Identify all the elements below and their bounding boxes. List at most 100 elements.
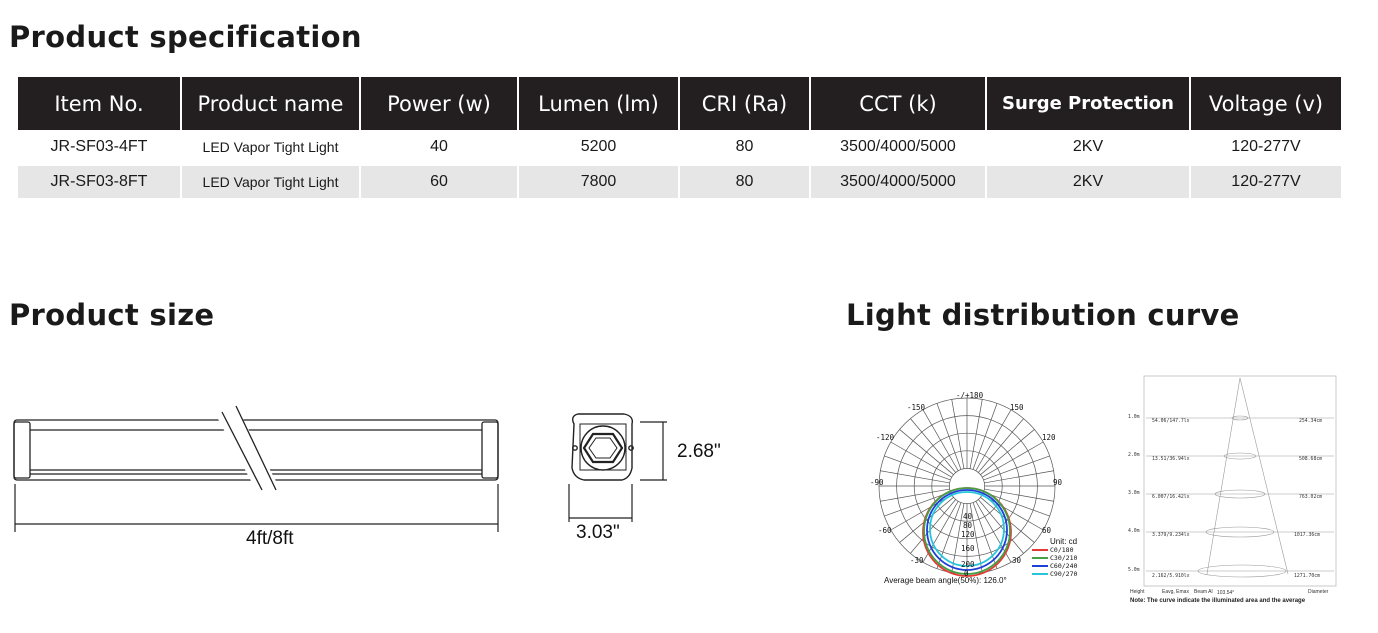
height-label: 2.68" [677, 441, 721, 462]
polar-grid-spoke [880, 470, 950, 484]
polar-grid-spoke [978, 499, 1024, 554]
polar-grid-spoke [880, 488, 950, 502]
fixture-side-view [13, 405, 499, 532]
polar-grid-spoke [972, 403, 998, 470]
curve-c60-240 [926, 489, 1008, 571]
footer-diameter: Diameter [1308, 589, 1329, 595]
polar-grid-spoke [969, 503, 983, 573]
diameter-value: 508.68cm [1299, 456, 1322, 462]
angle-label: -/+180 [956, 391, 984, 400]
radial-label: 200 [961, 560, 975, 569]
col-cri: CRI (Ra) [680, 77, 811, 130]
cell-product-name: LED Vapor Tight Light [182, 164, 361, 198]
cell-surge: 2KV [987, 164, 1191, 198]
illuminance-value: 3.379/9.234lx [1152, 532, 1190, 538]
width-label: 3.03" [576, 522, 620, 543]
polar-grid-spoke [984, 470, 1054, 484]
cell-cri: 80 [680, 164, 811, 198]
polar-grid-spoke [975, 409, 1012, 471]
diameter-value: 1271.70cm [1294, 573, 1320, 579]
polar-grid-ring [949, 468, 985, 504]
polar-grid-spoke [899, 497, 954, 543]
polar-grid-spoke [890, 441, 952, 478]
height-value: 5.0m [1128, 567, 1140, 573]
illuminance-cone-chart: 1.0m 2.0m 3.0m 4.0m 5.0m 54.06/147.7lx 1… [1128, 375, 1337, 604]
col-cct: CCT (k) [811, 77, 987, 130]
col-power: Power (w) [361, 77, 519, 130]
polar-grid-spoke [980, 497, 1035, 543]
cell-item-no: JR-SF03-4FT [18, 130, 182, 164]
illuminance-value: 13.51/36.94lx [1152, 456, 1190, 462]
height-value: 2.0m [1128, 452, 1140, 458]
radial-label: 40 [963, 512, 973, 521]
polar-grid-spoke [980, 429, 1035, 475]
polar-grid-spoke [936, 502, 962, 569]
footer-height: Height [1130, 589, 1145, 595]
beam-angle-text: Average beam angle(50%): 126.0° [884, 576, 1007, 585]
col-product-name: Product name [182, 77, 361, 130]
footer-eavg: Eavg, Emax [1162, 589, 1189, 595]
cell-cct: 3500/4000/5000 [811, 164, 987, 198]
col-lumen: Lumen (lm) [519, 77, 680, 130]
polar-grid-spoke [884, 491, 951, 517]
legend-label: C30/210 [1050, 554, 1077, 562]
cell-lumen: 5200 [519, 130, 680, 164]
angle-label: 60 [1042, 526, 1052, 535]
cell-power: 60 [361, 164, 519, 198]
cell-voltage: 120-277V [1191, 130, 1341, 164]
diameter-value: 254.34cm [1299, 418, 1322, 424]
cell-surge: 2KV [987, 130, 1191, 164]
table-row: JR-SF03-4FT LED Vapor Tight Light 40 520… [18, 130, 1341, 164]
polar-grid-spoke [982, 494, 1044, 531]
diameter-value: 1017.36cm [1294, 532, 1320, 538]
polar-grid-spoke [884, 455, 951, 481]
angle-label: -60 [878, 526, 892, 535]
cell-cri: 80 [680, 130, 811, 164]
cell-product-name: LED Vapor Tight Light [182, 130, 361, 164]
size-heading: Product size [9, 298, 215, 332]
cell-lumen: 7800 [519, 164, 680, 198]
polar-grid-spoke [910, 499, 956, 554]
table-row: JR-SF03-8FT LED Vapor Tight Light 60 780… [18, 164, 1341, 198]
polar-grid-spoke [922, 409, 959, 471]
spec-table: Item No. Product name Power (w) Lumen (l… [18, 77, 1341, 198]
cell-power: 40 [361, 130, 519, 164]
length-label: 4ft/8ft [246, 528, 294, 549]
cell-voltage: 120-277V [1191, 164, 1341, 198]
col-voltage: Voltage (v) [1191, 77, 1341, 130]
legend-label: C90/270 [1050, 570, 1077, 578]
spec-header-row: Item No. Product name Power (w) Lumen (l… [18, 77, 1341, 130]
polar-grid-spoke [969, 399, 983, 469]
curve-c90-270 [929, 491, 1005, 567]
polar-grid-spoke [890, 494, 952, 531]
polar-grid-spoke [983, 455, 1050, 481]
polar-grid-spoke [899, 429, 954, 475]
angle-label: 150 [1010, 403, 1024, 412]
col-surge: Surge Protection [987, 77, 1191, 130]
legend-label: C60/240 [1050, 562, 1077, 570]
angle-label: -150 [907, 403, 926, 412]
cell-cct: 3500/4000/5000 [811, 130, 987, 164]
radial-label: 120 [961, 530, 975, 539]
footer-beam: Beam Al [1194, 589, 1213, 595]
cell-item-no: JR-SF03-8FT [18, 164, 182, 198]
angle-label: 30 [1012, 556, 1022, 565]
curve-c30-210 [923, 487, 1011, 575]
angle-label: -90 [870, 478, 884, 487]
polar-grid-spoke [951, 399, 965, 469]
polar-grid-spoke [978, 418, 1024, 473]
height-value: 3.0m [1128, 490, 1140, 496]
diameter-value: 763.02cm [1299, 494, 1322, 500]
illuminance-value: 54.06/147.7lx [1152, 418, 1190, 424]
radial-label: 80 [963, 521, 973, 530]
polar-distribution-chart: -/+180 -150 150 -120 120 -90 90 -60 60 -… [870, 391, 1077, 585]
fixture-end-view [568, 413, 667, 522]
col-item-no: Item No. [18, 77, 182, 130]
light-distribution-heading: Light distribution curve [846, 298, 1240, 332]
height-value: 4.0m [1128, 528, 1140, 534]
polar-grid-spoke [982, 441, 1044, 478]
unit-label: Unit: cd [1050, 537, 1077, 546]
polar-grid-spoke [951, 503, 965, 573]
spec-heading: Product specification [9, 20, 362, 54]
polar-grid-spoke [983, 491, 1050, 517]
